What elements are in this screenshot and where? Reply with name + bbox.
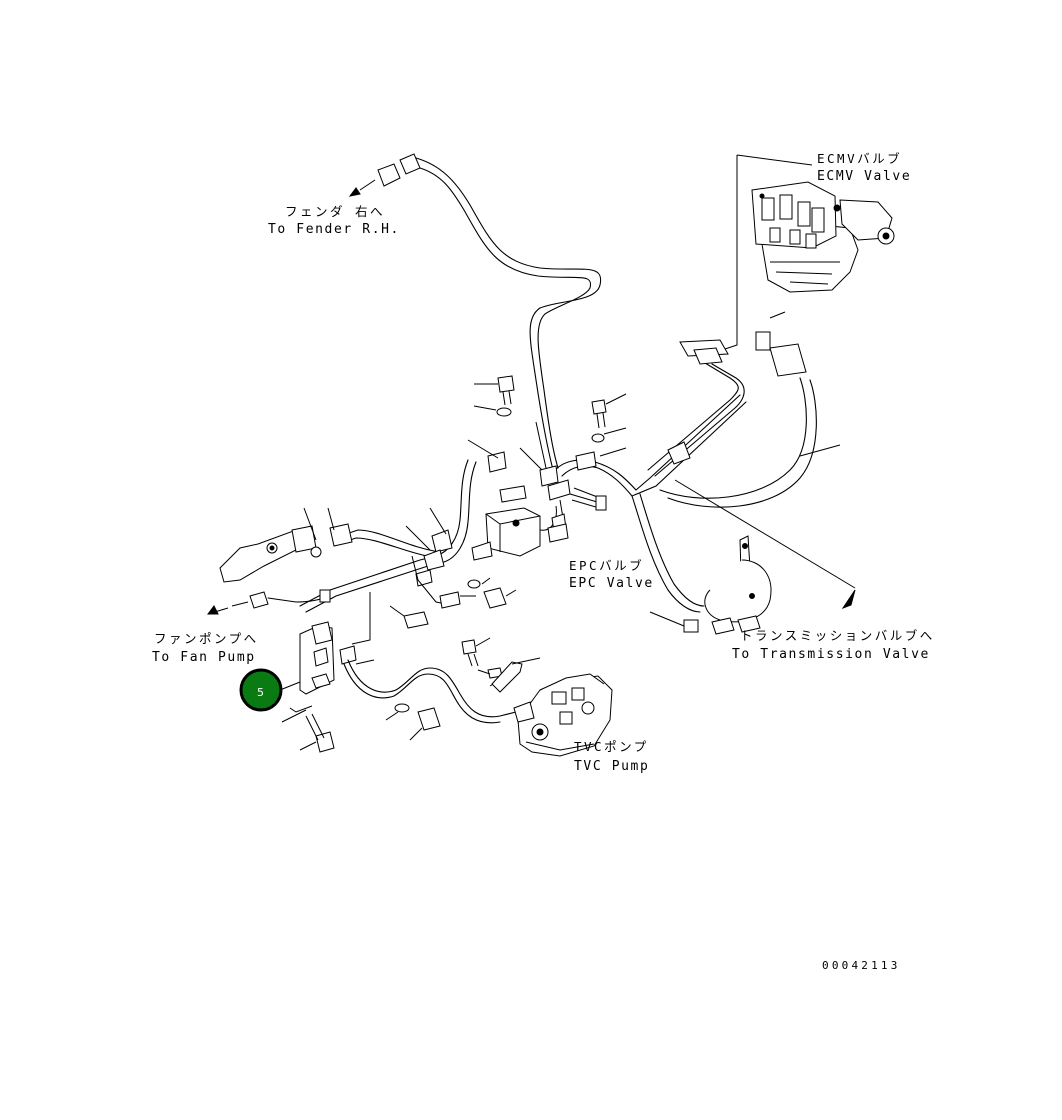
tvc-pump-label-jp: TVCポンプ — [574, 739, 649, 754]
callout-circle[interactable] — [239, 668, 283, 712]
ecmv-label-jp: ECMVバルブ — [817, 151, 902, 166]
fan-pump-label-en: To Fan Pump — [152, 650, 256, 665]
fender-label-jp: フェンダ 右へ — [285, 204, 385, 219]
fender-label: フェンダ 右へ To Fender R.H. — [268, 204, 400, 237]
fan-pump-label: ファンポンプへ To Fan Pump — [152, 631, 259, 665]
ecmv-leader-line — [721, 154, 813, 351]
callout-marker-5[interactable]: 5 — [239, 668, 283, 712]
transmission-label-jp: トランスミッションバルブへ — [740, 628, 935, 643]
transmission-label: トランスミッションバルブへ To Transmission Valve — [732, 628, 935, 662]
epc-label: EPCバルブ EPC Valve — [569, 558, 654, 591]
fan-pump-label-jp: ファンポンプへ — [154, 631, 259, 646]
left-harness — [207, 459, 517, 645]
fender-label-en: To Fender R.H. — [268, 222, 400, 237]
central-clamps — [467, 375, 627, 561]
main-harness — [348, 153, 856, 635]
ecmv-valve — [751, 181, 895, 293]
bracket-group — [279, 621, 517, 753]
ecmv-label: ECMVバルブ ECMV Valve — [817, 151, 911, 184]
tvc-pump-label-en: TVC Pump — [574, 759, 649, 774]
epc-label-en: EPC Valve — [569, 576, 654, 591]
callout-number[interactable]: 5 — [257, 686, 264, 699]
document-number: 00042113 — [822, 959, 901, 972]
tvc-pump-label: TVCポンプ TVC Pump — [574, 739, 649, 774]
epc-label-jp: EPCバルブ — [569, 558, 644, 573]
ecmv-label-en: ECMV Valve — [817, 169, 911, 184]
tvc-pump — [461, 637, 613, 757]
transmission-label-en: To Transmission Valve — [732, 647, 930, 662]
